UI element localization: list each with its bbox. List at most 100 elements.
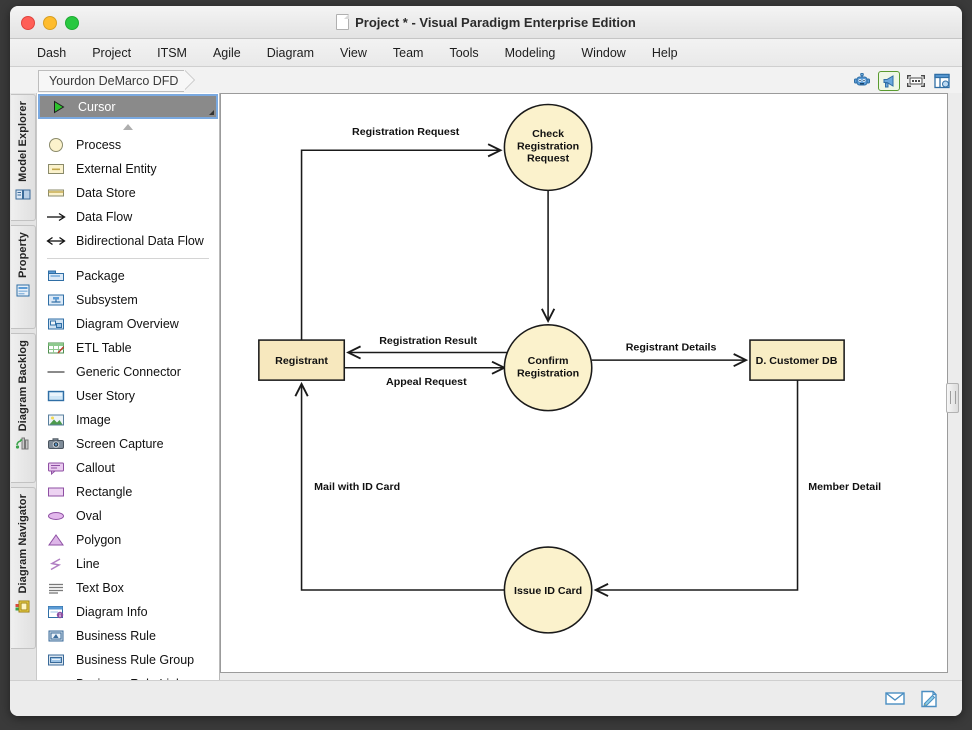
diagram-overview-icon (45, 316, 67, 332)
palette-item-business-rule[interactable]: Business Rule (37, 624, 219, 648)
node-check-line-2: Registration (517, 140, 579, 152)
palette-item-external-entity[interactable]: External Entity (37, 157, 219, 181)
node-issue-label: Issue ID Card (514, 585, 582, 597)
palette-item-bidirectional-data-flow[interactable]: Bidirectional Data Flow (37, 229, 219, 253)
palette-item-external-entity-label: External Entity (76, 162, 157, 176)
palette-item-text-box[interactable]: Text Box (37, 576, 219, 600)
panel-layout-icon[interactable] (932, 72, 952, 90)
palette-item-diagram-overview[interactable]: Diagram Overview (37, 312, 219, 336)
menu-window[interactable]: Window (568, 42, 638, 64)
menu-help[interactable]: Help (639, 42, 691, 64)
node-registrant-external-entity[interactable]: Registrant (259, 340, 344, 380)
text-box-icon (45, 580, 67, 596)
palette-item-screen-capture-label: Screen Capture (76, 437, 164, 451)
menu-tools[interactable]: Tools (436, 42, 491, 64)
palette-item-rectangle-label: Rectangle (76, 485, 132, 499)
palette-item-oval[interactable]: Oval (37, 504, 219, 528)
node-confirm-registration[interactable]: Confirm Registration (504, 325, 591, 411)
screen-capture-icon (45, 436, 67, 452)
rectangle-icon (45, 484, 67, 500)
canvas-vertical-scrollbar[interactable] (948, 93, 961, 673)
menu-diagram[interactable]: Diagram (254, 42, 327, 64)
menu-team[interactable]: Team (380, 42, 437, 64)
canvas-scroll-thumb[interactable] (946, 383, 959, 413)
palette-item-cursor[interactable]: Cursor (38, 94, 218, 119)
message-envelope-icon[interactable] (884, 689, 906, 709)
sidebar-tab-property[interactable]: Property (11, 225, 36, 329)
flow-registration-request[interactable] (302, 150, 501, 340)
palette-item-business-rule-group-label: Business Rule Group (76, 653, 194, 667)
flow-label-registrant-details: Registrant Details (626, 342, 717, 354)
menu-itsm[interactable]: ITSM (144, 42, 200, 64)
toolbar-icons (852, 71, 952, 91)
note-edit-icon[interactable] (918, 689, 940, 709)
palette-item-package[interactable]: Package (37, 264, 219, 288)
palette-item-line[interactable]: Line (37, 552, 219, 576)
dfd-diagram[interactable]: Check Registration Request Confirm Regis… (221, 94, 947, 672)
palette-item-callout[interactable]: Callout (37, 456, 219, 480)
menu-project[interactable]: Project (79, 42, 144, 64)
node-customer-db-data-store[interactable]: D. Customer DB (750, 340, 844, 380)
line-icon (45, 556, 67, 572)
megaphone-announcement-icon[interactable] (878, 71, 900, 91)
palette-item-generic-connector-label: Generic Connector (76, 365, 181, 379)
palette-divider (47, 258, 209, 259)
palette-item-data-flow[interactable]: Data Flow (37, 205, 219, 229)
palette-item-generic-connector[interactable]: Generic Connector (37, 360, 219, 384)
palette-item-text-box-label: Text Box (76, 581, 124, 595)
palette-item-subsystem[interactable]: Subsystem (37, 288, 219, 312)
sidebar-tab-property-label: Property (17, 232, 29, 278)
menu-modeling[interactable]: Modeling (492, 42, 569, 64)
palette-item-polygon[interactable]: Polygon (37, 528, 219, 552)
status-bar (10, 680, 962, 716)
palette-item-data-store[interactable]: Data Store (37, 181, 219, 205)
menu-view[interactable]: View (327, 42, 380, 64)
palette-item-oval-label: Oval (76, 509, 102, 523)
palette-item-business-rule-group[interactable]: Business Rule Group (37, 648, 219, 672)
palette-item-rectangle[interactable]: Rectangle (37, 480, 219, 504)
window-title-group: Project * - Visual Paradigm Enterprise E… (10, 6, 962, 38)
sidebar-tab-model-explorer[interactable]: Model Explorer (11, 94, 36, 221)
flow-label-mail-with-id-card: Mail with ID Card (314, 481, 400, 493)
palette-item-process-label: Process (76, 138, 121, 152)
breadcrumb-current-diagram[interactable]: Yourdon DeMarco DFD (38, 70, 184, 92)
palette-item-diagram-overview-label: Diagram Overview (76, 317, 179, 331)
palette-item-image[interactable]: Image (37, 408, 219, 432)
breadcrumb-toolbar-row: Yourdon DeMarco DFD (10, 67, 962, 95)
palette-item-bidirectional-data-flow-label: Bidirectional Data Flow (76, 234, 204, 248)
menu-bar: Dash Project ITSM Agile Diagram View Tea… (10, 39, 962, 67)
data-flow-arrow-icon (45, 209, 67, 225)
cursor-arrow-icon (48, 99, 70, 115)
palette-item-diagram-info[interactable]: Diagram Info (37, 600, 219, 624)
robot-assistant-icon[interactable] (852, 72, 872, 90)
node-customer-db-label: D. Customer DB (756, 355, 838, 367)
flow-label-registration-request: Registration Request (352, 126, 460, 138)
palette-item-data-flow-label: Data Flow (76, 210, 132, 224)
node-check-line-3: Request (527, 153, 570, 165)
sidebar-tab-diagram-navigator[interactable]: Diagram Navigator (11, 487, 36, 649)
node-confirm-line-2: Registration (517, 367, 579, 379)
diagram-canvas[interactable]: Check Registration Request Confirm Regis… (220, 93, 948, 673)
document-icon (336, 14, 349, 30)
node-check-registration-request[interactable]: Check Registration Request (504, 104, 591, 190)
sidebar-tab-diagram-navigator-label: Diagram Navigator (17, 494, 29, 594)
palette-item-screen-capture[interactable]: Screen Capture (37, 432, 219, 456)
palette-item-user-story[interactable]: User Story (37, 384, 219, 408)
palette-scroll-up-button[interactable] (37, 120, 219, 133)
palette-item-process[interactable]: Process (37, 133, 219, 157)
flow-label-member-detail: Member Detail (808, 481, 881, 493)
title-bar: Project * - Visual Paradigm Enterprise E… (10, 6, 962, 39)
sidebar-tab-diagram-backlog[interactable]: Diagram Backlog (11, 333, 36, 483)
node-registrant-label: Registrant (275, 355, 328, 367)
palette-item-etl-table[interactable]: ETL Table (37, 336, 219, 360)
menu-dash[interactable]: Dash (24, 42, 79, 64)
image-icon (45, 412, 67, 428)
flow-label-appeal-request: Appeal Request (386, 376, 467, 388)
palette-item-polygon-label: Polygon (76, 533, 121, 547)
flow-member-detail[interactable] (596, 380, 798, 590)
menu-agile[interactable]: Agile (200, 42, 254, 64)
node-issue-id-card[interactable]: Issue ID Card (504, 547, 591, 633)
diagram-palette: Cursor Process External Entity (37, 93, 220, 681)
palette-item-line-label: Line (76, 557, 100, 571)
fit-to-window-icon[interactable] (906, 72, 926, 90)
